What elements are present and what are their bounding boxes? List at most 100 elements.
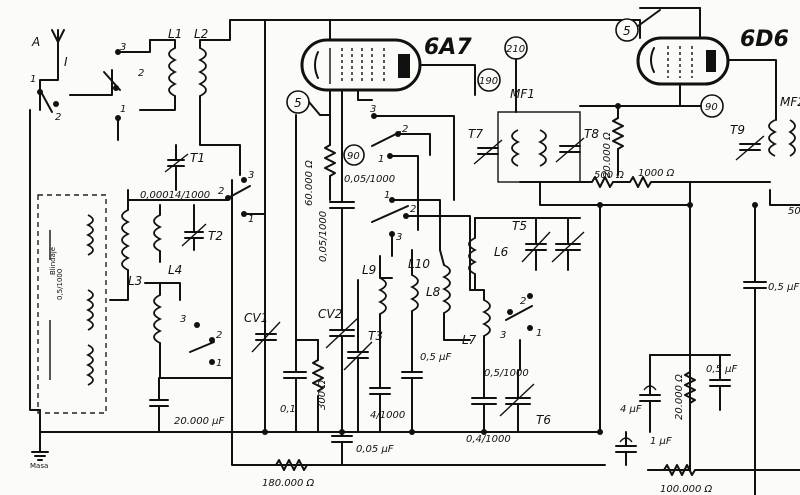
cap-value-04-1000: 0,4/1000 — [466, 434, 511, 445]
shield-text-b: Blindaje — [49, 247, 57, 275]
node-210-text: 210 — [506, 44, 525, 55]
res-value-20000-b: 20.000 Ω — [674, 374, 685, 420]
res-180000: 180.000 Ω — [259, 459, 331, 489]
tube-label-6A7: 6A7 — [424, 35, 472, 60]
coil-label-L10: L10 — [408, 257, 430, 271]
band-switch-mid: 3 2 1 1 2 3 — [370, 104, 471, 291]
coil-label-L1: L1 — [168, 27, 182, 41]
cap-label-T9: T9 — [730, 123, 745, 137]
node-tag-5-left: 5 — [286, 90, 321, 116]
misc-junctions — [262, 103, 758, 435]
cap-value-005-1000: 0,05/1000 — [344, 174, 395, 185]
cap-value-005uf: 0,05 μF — [356, 444, 394, 455]
tube-6A7: 6A7 — [300, 19, 476, 181]
coil-label-L4: L4 — [168, 263, 182, 277]
res-value-500: 500 Ω — [594, 170, 624, 181]
antenna-section: A I 1 2 Masa 3 2 1 — [29, 29, 151, 470]
node-90b-text: 90 — [705, 102, 718, 113]
swb-pos-3: 3 — [180, 314, 186, 325]
node-190-text: 190 — [479, 76, 498, 87]
res-value-50: 50 — [788, 206, 800, 217]
variable-cap-CV2: CV2 — [318, 219, 359, 433]
swa-pos-2: 2 — [218, 186, 224, 197]
coil-L3-group: L3 — [109, 209, 142, 301]
switch-pos-1: 1 — [30, 74, 36, 85]
cathode-network: 0,1 300 Ω — [280, 114, 328, 433]
node-tag-190: 190 — [477, 68, 501, 92]
cap-value-01: 0,1 — [280, 404, 296, 415]
cap-label-CV2: CV2 — [318, 307, 342, 321]
swb2-pos-3: 3 — [500, 330, 506, 341]
coil-L4-group: T2 L4 3 2 1 — [144, 204, 233, 379]
variable-cap-CV1: CV1 — [244, 249, 281, 433]
band-switch-b: 3 2 1 — [500, 293, 542, 371]
swb-pos-2: 2 — [216, 330, 222, 341]
swn-pos-2: 2 — [410, 204, 416, 215]
ground-icon — [31, 451, 49, 461]
if-transformer-MF2: MF2 T9 50 — [689, 95, 800, 217]
coil-label-L7: L7 — [462, 333, 477, 347]
res-100000: 100.000 Ω — [647, 464, 800, 495]
res-value-20000-mf1: 20.000 Ω — [602, 132, 613, 178]
switch-label-I: I — [64, 55, 68, 69]
cap-value-05-right: 0,5 μF — [768, 282, 799, 293]
res-value-60000: 60.000 Ω — [304, 160, 315, 206]
node-tag-90-left: 90 — [343, 144, 365, 166]
swb2-pos-1: 1 — [536, 328, 542, 339]
node-tag-5-right: 5 — [615, 9, 661, 42]
sw2-pos-2: 2 — [138, 68, 144, 79]
cap-value-05uf-r: 0,5 μF — [706, 364, 737, 375]
coil-label-MF2: MF2 — [780, 95, 800, 109]
cap-005uf-bottom: 0,05 μF — [331, 431, 394, 466]
cap-label-T1: T1 — [190, 151, 205, 165]
cap-005-1000: 0,05/1000 — [329, 174, 395, 221]
coil-label-MF1: MF1 — [510, 87, 535, 101]
coil-L7-group: L7 0,5/1000 0,4/1000 — [462, 289, 529, 445]
shield-coils: 0,5/1000 Blindaje — [49, 214, 94, 386]
coil-L6-group: L6 — [468, 217, 509, 291]
switch-pos-2: 2 — [55, 112, 61, 123]
band-switch-a: 3 2 1 — [218, 170, 266, 225]
shield-text-a: 0,5/1000 — [56, 269, 64, 300]
if-transformer-MF1: MF1 T7 T8 — [468, 87, 601, 206]
node-tag-90-right: 90 — [579, 94, 724, 118]
cap-value-20000uf: 20.000 μF — [174, 416, 225, 427]
cap-value-05uf-mid: 0,5 μF — [420, 352, 451, 363]
cap-label-T6: T6 — [536, 413, 551, 427]
cap-value-05-1000: 0,5/1000 — [484, 368, 529, 379]
cap-label-T7: T7 — [468, 127, 483, 141]
cap-value-4-1000: 4/1000 — [370, 410, 405, 421]
res-value-300: 300 Ω — [317, 380, 328, 410]
swm-pos-2: 2 — [402, 124, 408, 135]
swn-pos-3: 3 — [396, 232, 402, 243]
cap-label-T5: T5 — [512, 219, 527, 233]
coil-label-L3: L3 — [128, 274, 142, 288]
node-5-text: 5 — [294, 96, 302, 110]
coil-L9-group: L9 4/1000 — [362, 255, 405, 433]
node-tag-210: 210 — [504, 36, 528, 113]
cap-label-CV1: CV1 — [244, 311, 268, 325]
res-20000-mf1: 20.000 Ω — [602, 107, 624, 178]
sw2-pos-3: 3 — [120, 42, 126, 53]
switch-contact — [37, 89, 43, 95]
trimmer-T6: T6 — [499, 369, 551, 433]
swm-pos-3: 3 — [370, 104, 376, 115]
trimmer-T5: T5 — [474, 217, 585, 271]
cap-value-00014: 0,00014/1000 — [140, 190, 210, 201]
node-90a-text: 90 — [347, 151, 360, 162]
swa-pos-3: 3 — [248, 170, 254, 181]
detector-network: 4 μF 20.000 Ω 0,5 μF 1 μF — [615, 354, 737, 466]
swa-pos-1: 1 — [248, 214, 254, 225]
tube-label-6D6: 6D6 — [740, 27, 789, 52]
node-5r-text: 5 — [623, 24, 631, 38]
coil-label-L6: L6 — [494, 245, 509, 259]
cap-value-4uf: 4 μF — [620, 404, 642, 415]
res-value-1000: 1000 Ω — [638, 168, 675, 179]
cap-20000uf: 20.000 μF — [149, 377, 225, 433]
coil-label-L8: L8 — [426, 285, 441, 299]
res-500-1000: 500 Ω 1000 Ω — [519, 168, 691, 188]
antenna-label: A — [31, 35, 40, 49]
ground-label: Masa — [30, 462, 48, 470]
swm-pos-1: 1 — [378, 154, 384, 165]
